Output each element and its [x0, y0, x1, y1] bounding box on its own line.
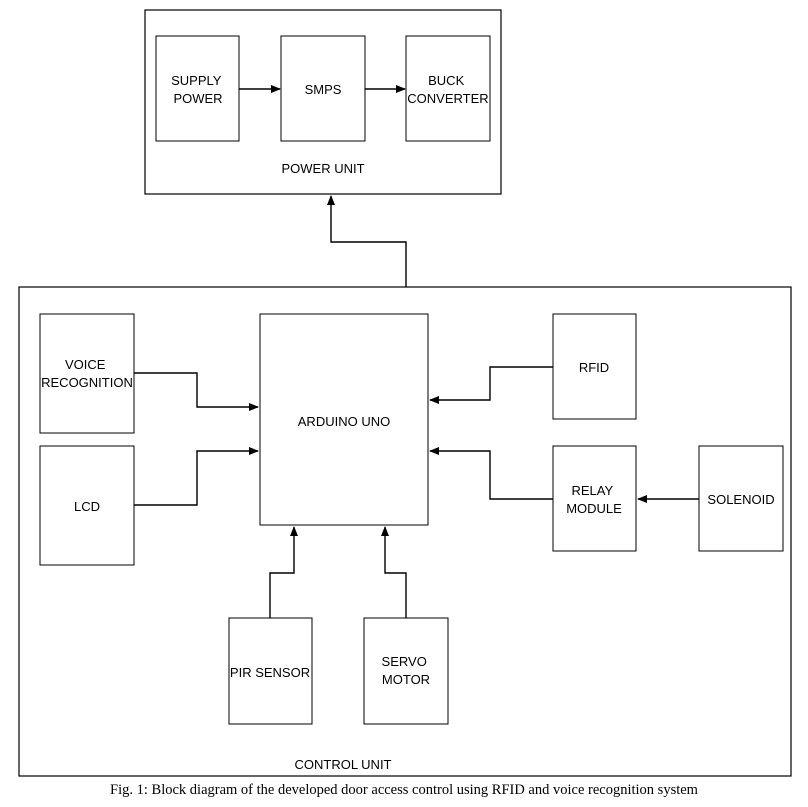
- arrow-voice-to-arduino: [134, 372, 259, 411]
- arrow-relay-to-arduino: [429, 447, 553, 500]
- voice-recognition-label-line-2: RECOGNITION: [41, 375, 133, 390]
- arrow-lcd-to-arduino: [134, 447, 259, 506]
- block-diagram: SUPPLY POWER SMPS BUCK CONVERTER POWER U…: [18, 9, 792, 777]
- arduino-uno-block: [259, 313, 429, 526]
- relay-module-label-line-2: MODULE: [566, 501, 622, 516]
- power-unit-frame: [144, 9, 502, 195]
- pir-sensor-label: PIR SENSOR: [230, 665, 310, 680]
- relay-module-label-line-1: RELAY: [571, 483, 613, 498]
- buck-converter-block: [405, 35, 491, 142]
- relay-module-block: [552, 445, 637, 552]
- arrow-control-to-power: [327, 195, 407, 287]
- arrow-pir-to-arduino: [269, 526, 298, 618]
- lcd-block: [39, 445, 135, 566]
- power-unit-label: POWER UNIT: [281, 161, 364, 176]
- relay-module-label: RELAY MODULE: [566, 483, 622, 516]
- voice-recognition-label: VOICE RECOGNITION: [41, 357, 133, 390]
- servo-motor-label-line-1: SERVO: [382, 654, 427, 669]
- smps-block: [280, 35, 366, 142]
- buck-converter-label-line-2: CONVERTER: [407, 91, 488, 106]
- buck-converter-label: BUCK CONVERTER: [407, 73, 488, 106]
- solenoid-label: SOLENOID: [707, 492, 774, 507]
- buck-converter-label-line-1: BUCK: [428, 73, 464, 88]
- servo-motor-label: SERVO MOTOR: [382, 654, 431, 687]
- supply-power-label: SUPPLY POWER: [171, 73, 225, 106]
- connectors: [134, 85, 699, 618]
- servo-motor-label-line-2: MOTOR: [382, 672, 430, 687]
- supply-power-block: [155, 35, 240, 142]
- rfid-block: [552, 313, 637, 420]
- arrow-servo-to-arduino: [381, 526, 407, 618]
- servo-motor-block: [363, 617, 449, 725]
- smps-label: SMPS: [305, 82, 342, 97]
- pir-sensor-block: [228, 617, 313, 725]
- rfid-label: RFID: [579, 360, 609, 375]
- figure-caption: Fig. 1: Block diagram of the developed d…: [110, 782, 698, 798]
- voice-recognition-block: [39, 313, 135, 434]
- control-unit-frame: [18, 286, 792, 777]
- lcd-label: LCD: [74, 499, 100, 514]
- supply-power-label-line-1: SUPPLY: [171, 73, 222, 88]
- voice-recognition-label-line-1: VOICE: [65, 357, 106, 372]
- supply-power-label-line-2: POWER: [173, 91, 222, 106]
- arduino-uno-label: ARDUINO UNO: [298, 414, 390, 429]
- arrow-rfid-to-arduino: [429, 366, 553, 404]
- control-unit-label: CONTROL UNIT: [294, 757, 391, 772]
